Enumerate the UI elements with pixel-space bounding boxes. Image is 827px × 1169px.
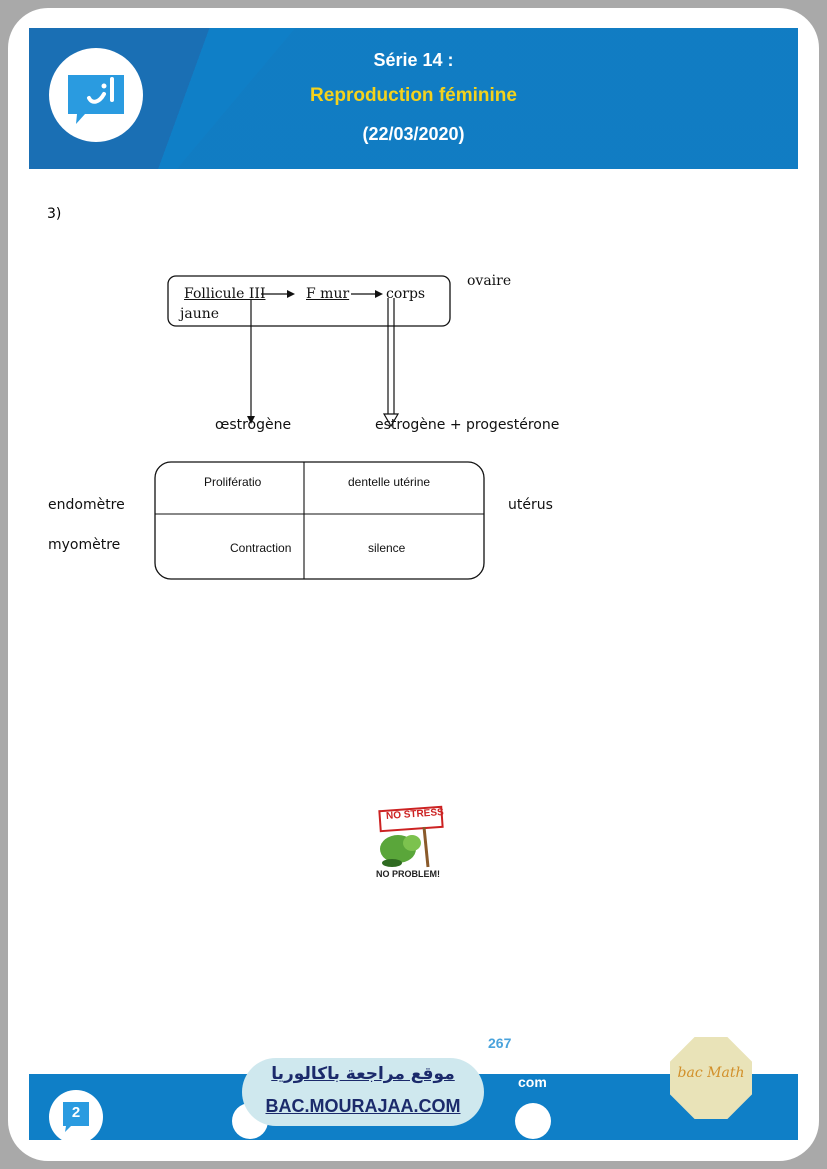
follicle-label: Follicule III (184, 286, 266, 302)
ovary-box (167, 275, 451, 327)
ovary-label: ovaire (467, 273, 512, 289)
page-header: Série 14 : Reproduction féminine (22/03/… (29, 28, 798, 169)
arabic-site-link[interactable]: موقع مراجعة باكالوريا (271, 1064, 455, 1084)
table-cell: silence (368, 541, 406, 555)
hollow-arrow-down-icon (382, 413, 400, 428)
page-number-badge: 2 (49, 1090, 103, 1140)
table-cell: Prolifératio (204, 475, 262, 489)
page-number: 2 (71, 1104, 81, 1121)
bac-math-label: bac Math (677, 1065, 745, 1081)
myometrium-label: myomètre (48, 537, 121, 553)
hormone-diagram (154, 275, 485, 580)
document-page: Série 14 : Reproduction féminine (22/03/… (29, 28, 798, 1140)
page-bubble-icon (63, 1102, 89, 1132)
table-cell: Contraction (230, 541, 292, 555)
arrow-right-icon (375, 290, 383, 298)
oestrogen-label: œstrogène (215, 417, 292, 433)
bac-math-badge: bac Math (670, 1037, 752, 1119)
site-logo (49, 48, 143, 142)
site-link[interactable]: BAC.MOURAJAA.COM (265, 1096, 461, 1116)
estrogen-progesterone-label: estrogène + progestérone (375, 417, 560, 433)
speech-bubble-icon (68, 75, 124, 124)
date-label: (22/03/2020) (362, 124, 465, 144)
uterus-label: utérus (508, 497, 553, 513)
no-stress-turtle-icon (378, 805, 444, 868)
site-link-pill[interactable]: موقع مراجعة باكالوريا BAC.MOURAJAA.COM (242, 1058, 484, 1126)
arrow-right-icon (287, 290, 295, 298)
mourajaa-logo-icon (515, 1103, 551, 1139)
page-title: Reproduction féminine (310, 85, 517, 106)
jaune-label: jaune (180, 306, 220, 322)
no-problem-caption: NO PROBLEM! (376, 869, 440, 879)
question-number: 3) (47, 206, 62, 222)
footer-number: 267 (488, 1035, 512, 1051)
arrow-down-icon (247, 416, 255, 424)
endometrium-label: endomètre (48, 497, 125, 513)
mature-follicle-label: F mur (306, 286, 350, 302)
footer-com: com (518, 1074, 547, 1090)
corps-label: corps (386, 286, 426, 302)
table-cell: dentelle utérine (348, 475, 431, 489)
uterus-table-border (154, 461, 485, 580)
no-stress-image: NO STRESS NO PROBLEM! (368, 805, 466, 883)
series-label: Série 14 : (373, 50, 454, 70)
